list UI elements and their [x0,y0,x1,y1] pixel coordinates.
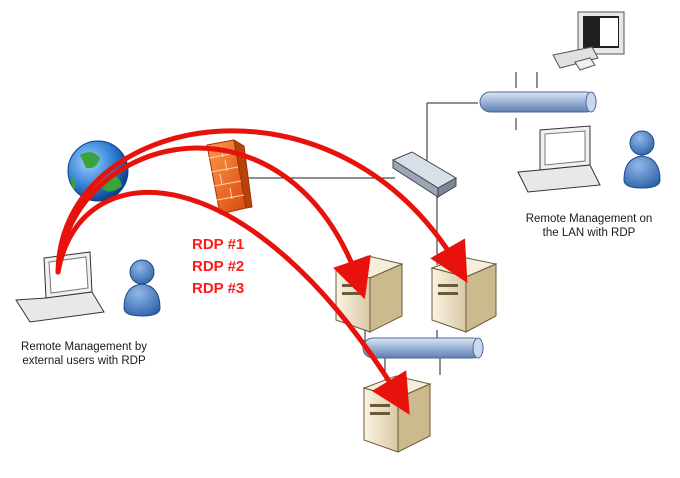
rdp-label-3: RDP #3 [192,280,245,297]
user-icon [623,130,661,189]
firewall-icon [206,139,253,215]
lan-caption: Remote Management on the LAN with RDP [510,212,668,240]
external-caption-line1: Remote Management by [21,341,147,353]
laptop-icon [15,251,105,323]
rdp-arrow-3 [55,189,410,415]
server-icon [362,375,432,453]
lan-caption-line1: Remote Management on [525,213,653,225]
internet-globe-icon [67,140,129,202]
external-caption: Remote Management by external users with… [2,340,166,368]
server-icon [430,256,498,333]
rdp-labels: RDP #1 RDP #2 RDP #3 [192,234,244,300]
rdp-arrow-2 [55,145,371,300]
rdp-label-1: RDP #1 [192,236,245,253]
rdp-label-2: RDP #2 [192,258,245,275]
rdp-arrow-1 [55,128,468,284]
rdp-connection-arrows [55,128,468,415]
network-switch-icon [391,151,458,198]
lan-bus-top [479,91,597,113]
laptop-icon [517,125,601,193]
server-bus [362,337,484,359]
lan-caption-line2: the LAN with RDP [542,227,636,239]
network-cables [235,72,538,380]
user-icon [123,259,161,317]
external-caption-line2: external users with RDP [22,355,146,367]
desktop-computer-icon [552,11,625,71]
